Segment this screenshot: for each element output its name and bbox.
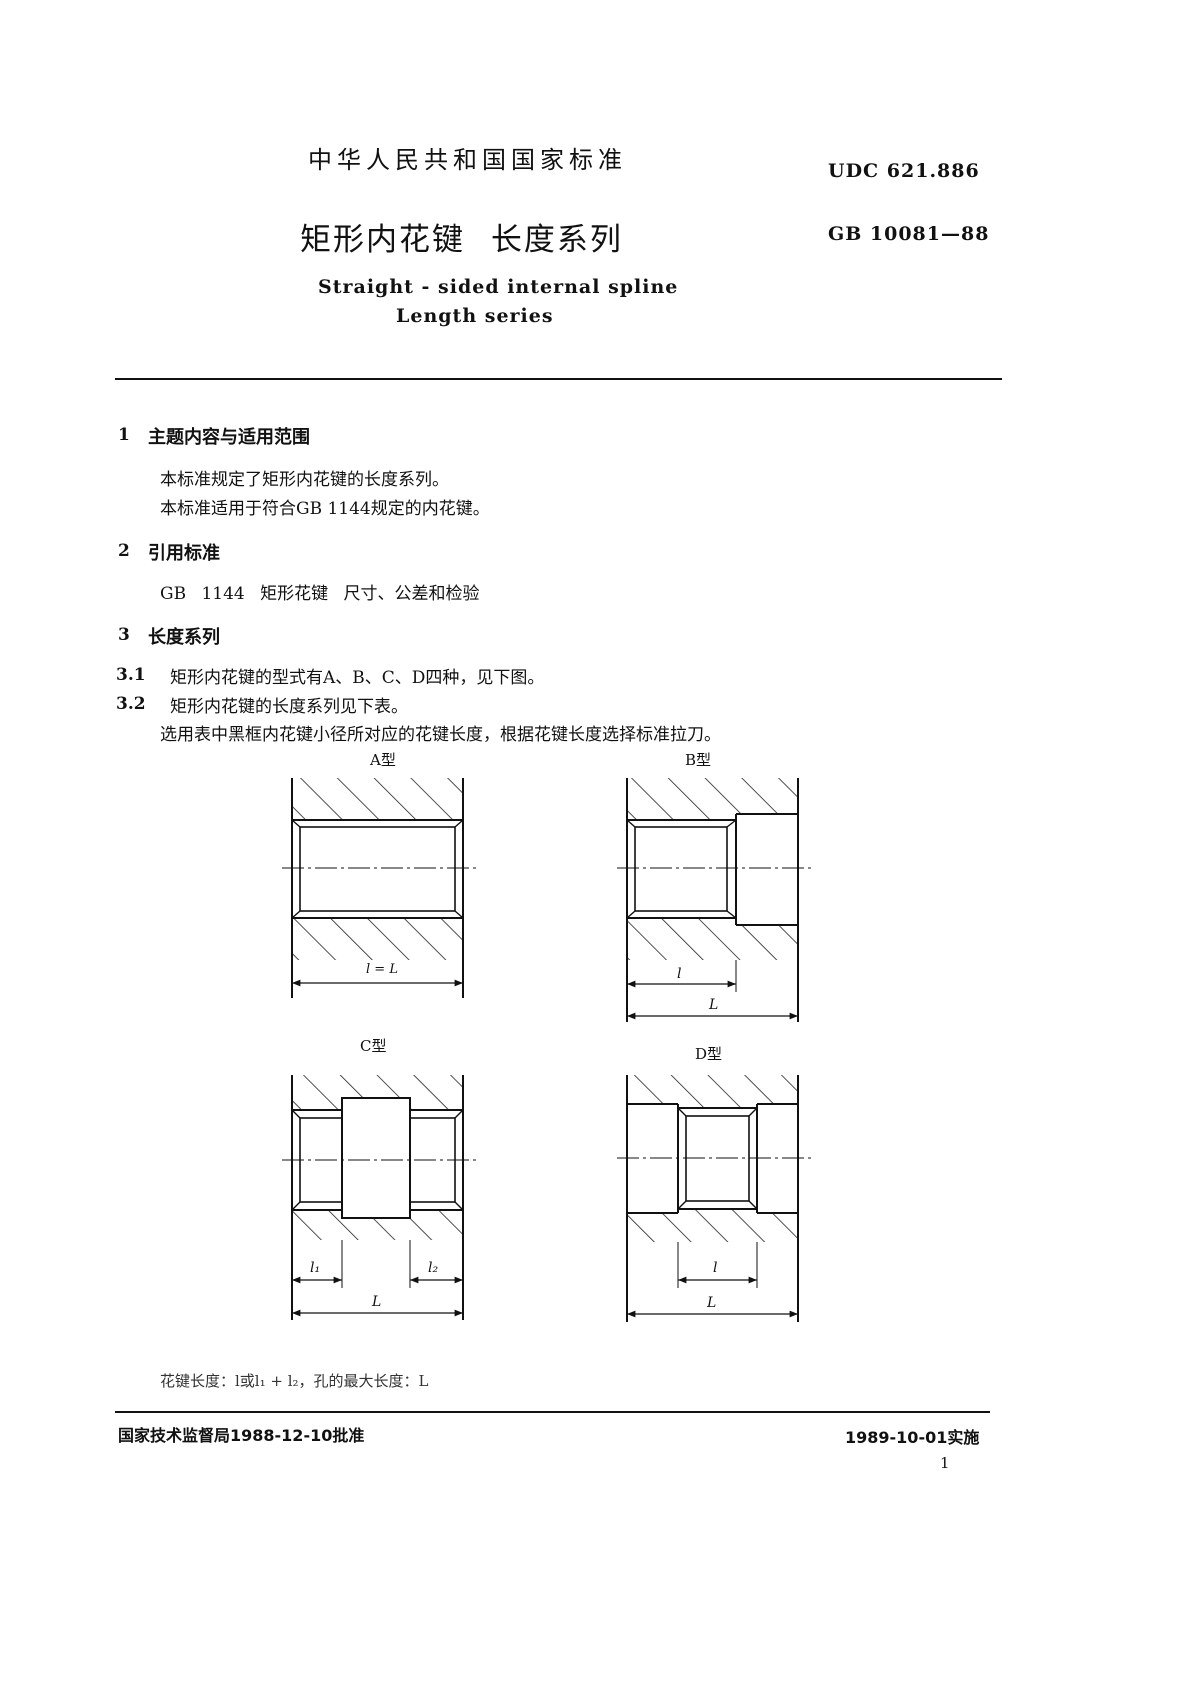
figure-a-drawing	[282, 778, 480, 998]
figure-a-title: A型	[370, 751, 396, 769]
approval-note: 国家技术监督局1988-12-10批准	[118, 1426, 365, 1445]
figure-d-dimension-L: L	[707, 1295, 717, 1311]
figure-c-dimension-l1: l₁	[310, 1260, 321, 1276]
document-title-en-line2: Length series	[396, 305, 554, 327]
figure-b-dimension-L: L	[709, 997, 719, 1013]
figure-c-dimension-l2: l₂	[428, 1260, 439, 1276]
figure-d-title: D型	[695, 1045, 723, 1063]
figure-b-title: B型	[685, 751, 712, 769]
clause-3-1-text: 矩形内花键的型式有A、B、C、D四种，见下图。	[170, 668, 545, 688]
figure-d-dimension-l: l	[713, 1260, 718, 1276]
figure-c-drawing	[282, 1075, 480, 1320]
section-2-reference: GB 1144 矩形花键 尺寸、公差和检验	[160, 584, 480, 604]
section-2-title: 引用标准	[148, 543, 220, 564]
clause-3-1-number: 3.1	[116, 665, 146, 685]
section-3-number: 3	[118, 625, 130, 645]
national-standard-heading: 中华人民共和国国家标准	[308, 146, 627, 174]
header-divider	[115, 378, 1002, 380]
clause-3-2-number: 3.2	[116, 694, 146, 714]
section-2-number: 2	[118, 541, 130, 561]
effective-date: 1989-10-01实施	[845, 1428, 980, 1447]
gb-number: GB 10081—88	[828, 223, 990, 245]
document-title-cn: 矩形内花键 长度系列	[300, 222, 623, 258]
clause-3-2-text-2: 选用表中黑框内花键小径所对应的花键长度，根据花键长度选择标准拉刀。	[160, 725, 721, 745]
section-1-title: 主题内容与适用范围	[148, 427, 310, 448]
figure-b-dimension-l: l	[677, 966, 682, 982]
footer-divider	[115, 1411, 990, 1413]
section-3-title: 长度系列	[148, 627, 220, 648]
figure-c-dimension-L: L	[372, 1294, 382, 1310]
figure-b-drawing	[617, 778, 815, 1022]
figure-c-title: C型	[360, 1037, 387, 1055]
figure-d-drawing	[617, 1075, 815, 1322]
section-1-paragraph-2: 本标准适用于符合GB 1144规定的内花键。	[160, 499, 490, 519]
document-title-en-line1: Straight - sided internal spline	[318, 276, 679, 298]
figure-a-dimension-label: l = L	[366, 962, 398, 977]
clause-3-2-text: 矩形内花键的长度系列见下表。	[170, 697, 408, 717]
section-1-paragraph-1: 本标准规定了矩形内花键的长度系列。	[160, 470, 449, 490]
page-number: 1	[940, 1454, 950, 1472]
section-1-number: 1	[118, 425, 130, 445]
udc-code: UDC 621.886	[828, 160, 980, 182]
figure-note: 花键长度：l或l₁ + l₂，孔的最大长度：L	[160, 1372, 429, 1390]
